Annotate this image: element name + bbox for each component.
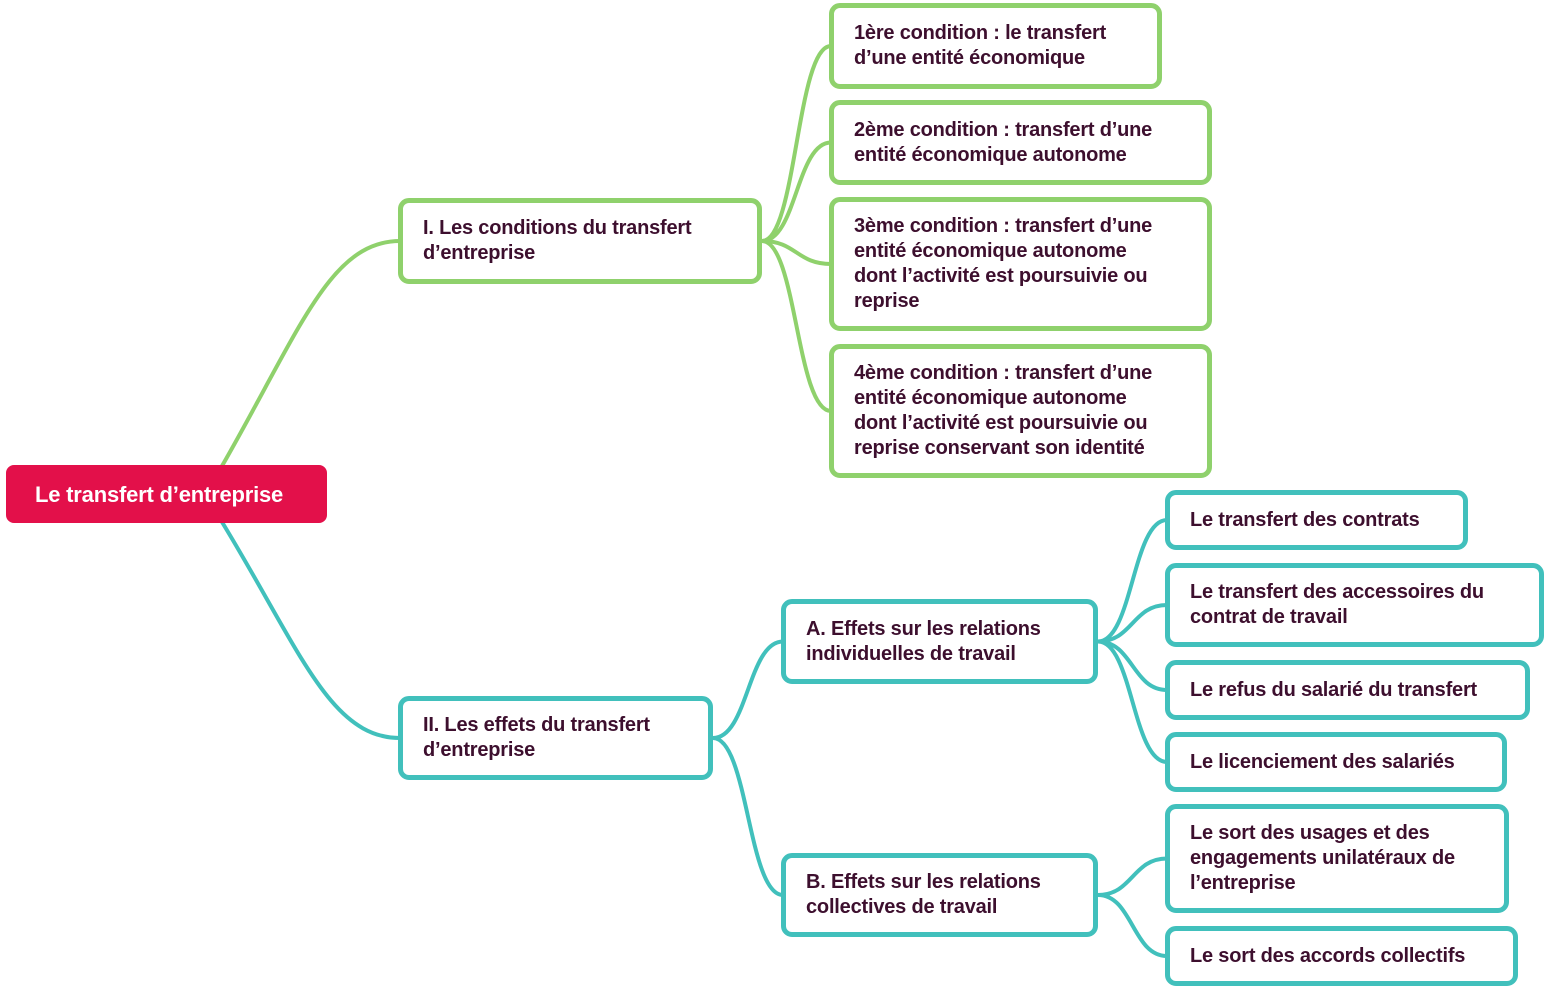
link-part1-cond1: [761, 44, 832, 243]
node-text-line: 2ème condition : transfert d’une: [854, 118, 1153, 141]
topic-node-a2[interactable]: Le transfert des accessoires du contrat d…: [1165, 563, 1544, 647]
topic-node-cond1[interactable]: 1ère condition : le transfert d’une entit…: [829, 3, 1162, 89]
link-root-part2: [220, 520, 401, 740]
node-text-line: contrat de travail: [1190, 606, 1348, 628]
node-text-line: B. Effets sur les relations: [806, 871, 1041, 893]
link-partB-b2: [1097, 893, 1168, 958]
topic-node-cond4[interactable]: 4ème condition : transfert d’une entité é…: [829, 344, 1212, 478]
topic-node-a4[interactable]: Le licenciement des salariés: [1165, 732, 1507, 792]
node-text-line: Le refus du salarié du transfert: [1190, 678, 1478, 701]
node-text-line: 3ème condition : transfert d’une: [854, 215, 1153, 237]
link-partA-a3: [1097, 639, 1168, 692]
topic-node-a1[interactable]: Le transfert des contrats: [1165, 490, 1468, 550]
link-part2-partB: [712, 736, 784, 897]
node-text-line: A. Effets sur les relations: [806, 617, 1041, 640]
node-text-line: d’entreprise: [423, 242, 536, 264]
topic-node-part1[interactable]: I. Les conditions du transfert d’entrepri…: [398, 198, 762, 284]
node-text-line: Le sort des usages et des: [1190, 822, 1430, 844]
node-text-line: dont l’activité est poursuivie ou: [854, 265, 1148, 287]
node-text-line: engagements unilatéraux de: [1190, 847, 1455, 869]
node-text-line: Le transfert des contrats: [1190, 508, 1420, 531]
central-topic-node[interactable]: Le transfert d’entreprise: [6, 465, 327, 523]
node-text-line: reprise conservant son identité: [854, 437, 1145, 459]
link-part1-cond3: [761, 239, 832, 266]
link-partA-a4: [1097, 639, 1168, 764]
node-text-line: Le licenciement des salariés: [1190, 750, 1455, 773]
node-text-line: individuelles de travail: [806, 642, 1016, 665]
link-part2-partA: [712, 639, 784, 740]
topic-node-cond3[interactable]: 3ème condition : transfert d’une entité é…: [829, 197, 1212, 331]
node-text-line: Le transfert des accessoires du: [1190, 581, 1484, 603]
link-part1-cond2: [761, 140, 832, 243]
node-text-line: d’entreprise: [423, 739, 536, 761]
link-root-part1: [220, 239, 401, 467]
node-text-line: collectives de travail: [806, 896, 998, 918]
topic-node-part2[interactable]: II. Les effets du transfert d’entreprise: [398, 696, 713, 780]
node-text-line: d’une entité économique: [854, 47, 1085, 69]
node-text-line: Le transfert d’entreprise: [35, 481, 284, 507]
topic-node-partB[interactable]: B. Effets sur les relations collectives d…: [781, 853, 1098, 937]
topic-node-a3[interactable]: Le refus du salarié du transfert: [1165, 660, 1530, 720]
node-text-line: 4ème condition : transfert d’une: [854, 362, 1153, 384]
node-text-line: 1ère condition : le transfert: [854, 22, 1107, 44]
node-text-line: reprise: [854, 290, 920, 312]
node-text-line: l’entreprise: [1190, 872, 1296, 894]
link-partB-b1: [1097, 856, 1168, 897]
node-text-line: entité économique autonome: [854, 143, 1127, 166]
link-part1-cond4: [761, 239, 832, 413]
node-text-line: entité économique autonome: [854, 387, 1127, 409]
node-text-line: dont l’activité est poursuivie ou: [854, 412, 1148, 434]
topic-node-b1[interactable]: Le sort des usages et des engagements uni…: [1165, 804, 1509, 913]
link-partA-a1: [1097, 518, 1168, 644]
topic-node-b2[interactable]: Le sort des accords collectifs: [1165, 926, 1518, 986]
node-text-line: II. Les effets du transfert: [423, 714, 650, 736]
node-text-line: Le sort des accords collectifs: [1190, 944, 1466, 967]
node-text-line: entité économique autonome: [854, 240, 1127, 262]
node-text-line: I. Les conditions du transfert: [423, 217, 692, 239]
link-partA-a2: [1097, 603, 1168, 644]
